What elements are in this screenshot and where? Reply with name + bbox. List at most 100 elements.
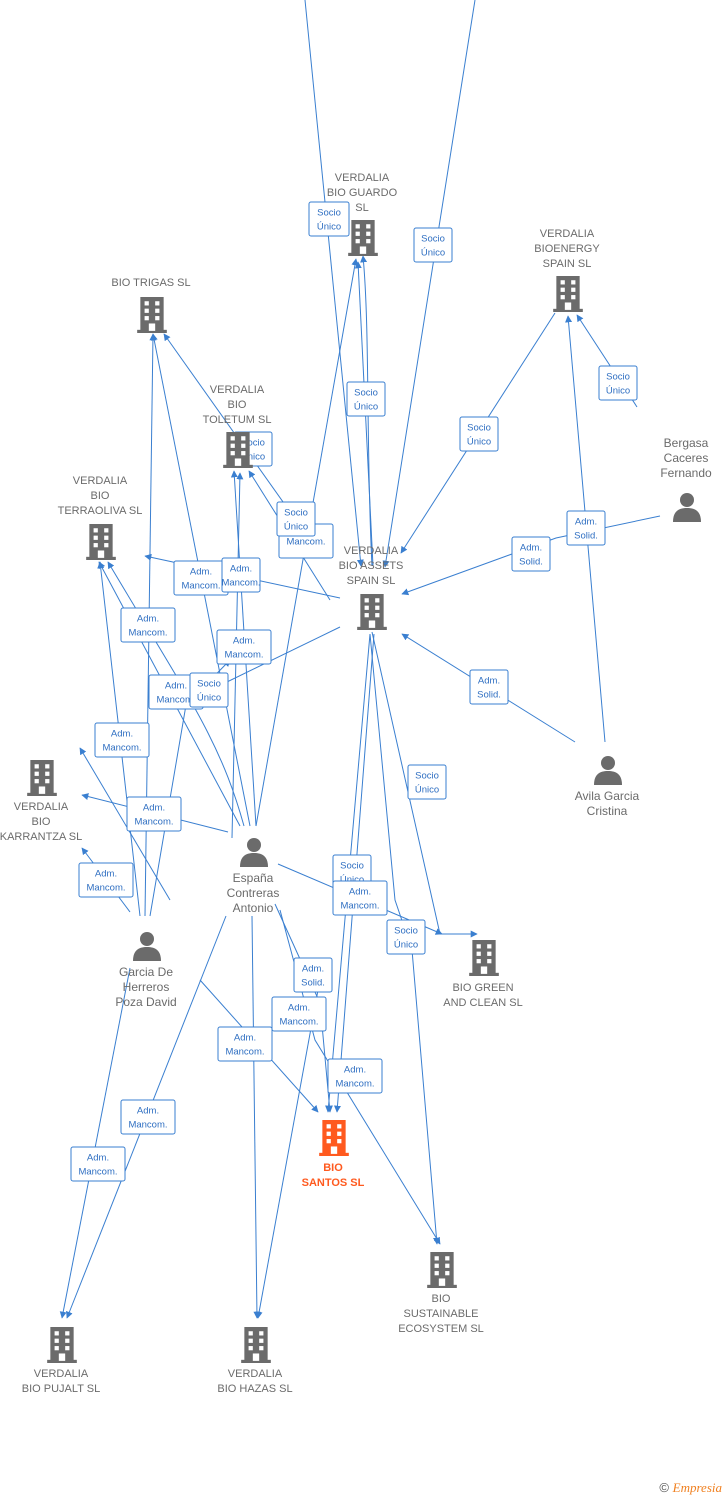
building-icon — [553, 276, 583, 312]
relation-text: Solid. — [574, 531, 598, 542]
node-label: Garcia De — [119, 965, 173, 979]
relation-label[interactable]: Adm.Mancom. — [120, 607, 176, 643]
relation-box — [120, 1099, 176, 1135]
relation-label[interactable]: Adm.Mancom. — [221, 557, 261, 593]
relation-box — [94, 722, 150, 758]
relation-box — [327, 1058, 383, 1094]
relation-text: Mancom. — [224, 650, 263, 661]
relation-label[interactable]: Adm.Mancom. — [173, 560, 229, 596]
relation-box — [598, 365, 638, 401]
node-verdalia-bioenergy[interactable]: VERDALIA BIOENERGY SPAIN SL — [534, 228, 600, 312]
building-icon — [47, 1327, 77, 1363]
relation-label[interactable]: Adm. Solid. — [566, 510, 606, 546]
relation-text: Adm. — [344, 1065, 366, 1076]
node-label: ECOSYSTEM SL — [398, 1323, 484, 1335]
relation-text: Mancom. — [279, 1017, 318, 1028]
node-label: AND CLEAN SL — [443, 997, 522, 1009]
node-label: BIO ASSETS — [339, 560, 404, 572]
relation-text: Único — [317, 222, 341, 233]
relation-label[interactable]: Adm.Mancom. — [78, 862, 134, 898]
edge-34 — [59, 967, 131, 1319]
relation-label[interactable]: Adm.Solid. — [469, 669, 509, 705]
relation-label[interactable]: Adm.Mancom. — [332, 880, 388, 916]
node-label: BIO — [432, 1293, 451, 1305]
node-label: SPAIN SL — [543, 258, 592, 270]
relation-text: Adm. — [87, 1153, 109, 1164]
relation-label[interactable]: Adm. Solid. — [511, 536, 551, 572]
relation-label[interactable]: Adm.Mancom. — [216, 629, 272, 665]
relation-text: Único — [421, 248, 445, 259]
node-label: SPAIN SL — [347, 575, 396, 587]
node-label: VERDALIA — [540, 228, 595, 240]
relation-text: Adm. — [349, 887, 371, 898]
node-label: BIOENERGY — [534, 243, 600, 255]
relation-text: Mancom. — [134, 817, 173, 828]
node-label: VERDALIA — [228, 1368, 283, 1380]
relation-box — [126, 796, 182, 832]
relation-label[interactable]: Adm. Mancom. — [120, 1099, 176, 1135]
relation-text: Socio — [467, 423, 491, 434]
person-icon — [594, 756, 622, 785]
relation-label[interactable]: Adm.Mancom. — [126, 796, 182, 832]
edge-5 — [401, 515, 661, 596]
relation-text: Adm. — [230, 564, 252, 575]
relation-label[interactable]: Adm.Mancom. — [70, 1146, 126, 1182]
node-label: VERDALIA — [344, 545, 399, 557]
relation-text: Adm. — [288, 1003, 310, 1014]
node-label: SUSTAINABLE — [404, 1308, 479, 1320]
relation-label[interactable]: Adm.Mancom. — [327, 1058, 383, 1094]
node-verdalia-bio-assets[interactable]: VERDALIA BIO ASSETS SPAIN SL — [339, 545, 404, 630]
relation-text: Adm. — [302, 964, 324, 975]
relation-label[interactable]: Adm.Mancom. — [94, 722, 150, 758]
relation-label[interactable]: Adm.Solid. — [293, 957, 333, 993]
building-icon — [223, 432, 253, 468]
relation-label[interactable]: Adm.Mancom. — [217, 1026, 273, 1062]
relation-text: Mancom. — [225, 1047, 264, 1058]
building-icon — [319, 1120, 349, 1156]
relation-box — [566, 510, 606, 546]
relation-text: Adm. — [520, 543, 542, 554]
building-icon — [348, 220, 378, 256]
node-label: Herreros — [123, 980, 170, 994]
relation-label[interactable]: Adm. Mancom. — [271, 996, 327, 1032]
relation-text: Mancom. — [128, 1120, 167, 1131]
node-bio-trigas[interactable]: BIO TRIGAS SL — [111, 277, 191, 333]
node-bio-sustainable[interactable]: BIO SUSTAINABLE ECOSYSTEM SL — [398, 1252, 484, 1335]
relation-text: Adm. — [137, 1106, 159, 1117]
relation-box — [78, 862, 134, 898]
relation-box — [346, 381, 386, 417]
node-label: Caceres — [664, 451, 709, 465]
relation-box — [407, 764, 447, 800]
node-label: VERDALIA — [335, 172, 390, 184]
relation-text: Único — [284, 522, 308, 533]
relation-text: Único — [415, 785, 439, 796]
relation-text: Adm. — [575, 517, 597, 528]
relation-text: Único — [467, 437, 491, 448]
relation-text: Socio — [421, 234, 445, 245]
relation-text: Adm. — [137, 614, 159, 625]
relation-text: Solid. — [519, 557, 543, 568]
